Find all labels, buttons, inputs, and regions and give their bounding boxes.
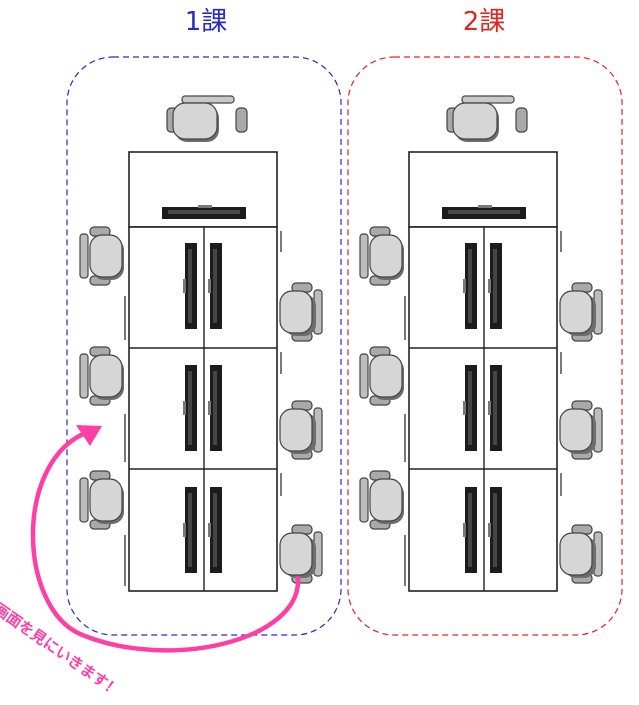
team-1-boundary — [66, 56, 342, 636]
team-1-desk-island — [80, 96, 322, 591]
team-2-label: 2課 — [462, 7, 506, 37]
team-2-boundary — [347, 56, 623, 636]
arrow-head-icon — [76, 425, 102, 446]
team-2-desk-island — [360, 96, 602, 591]
team-1-label: 1課 — [184, 7, 228, 37]
walk-path-arrow — [30, 429, 301, 653]
